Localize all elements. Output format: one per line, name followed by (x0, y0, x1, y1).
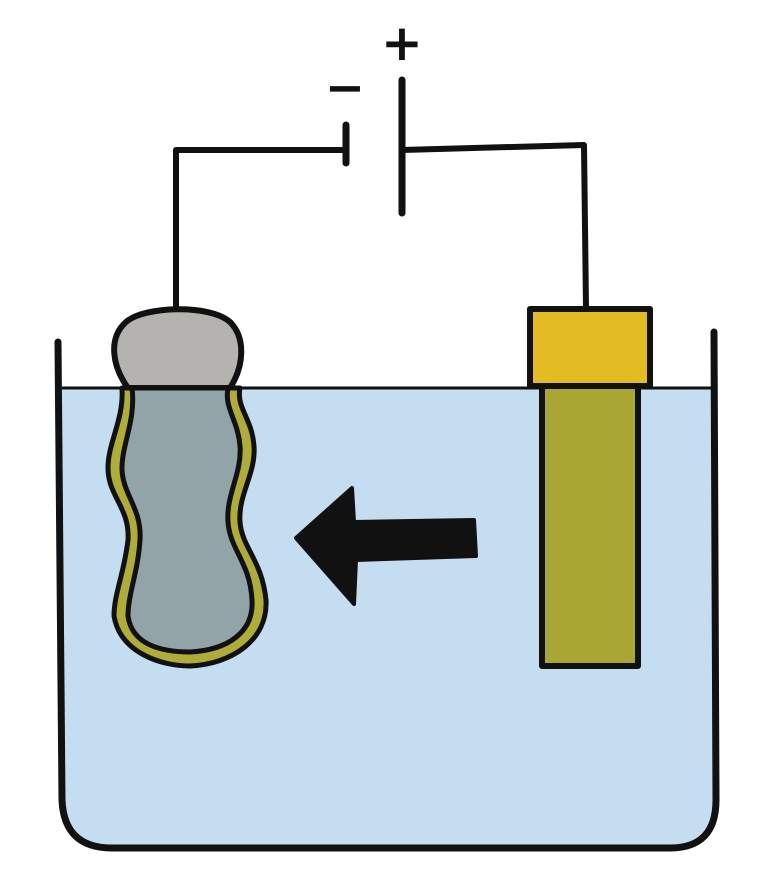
wire-to-anode (399, 142, 589, 311)
battery-negative-symbol: − (325, 60, 365, 116)
wire-to-cathode (173, 147, 349, 309)
battery-cell-icon (342, 76, 406, 217)
left-arrow-icon (294, 486, 478, 606)
anode-bar-submerged (539, 383, 641, 669)
container-outline (54, 328, 720, 852)
cathode-object-submerged (119, 385, 255, 655)
battery-positive-symbol: + (381, 14, 423, 72)
cathode-object-above-liquid (111, 306, 245, 391)
anode-bar-top (527, 306, 653, 389)
